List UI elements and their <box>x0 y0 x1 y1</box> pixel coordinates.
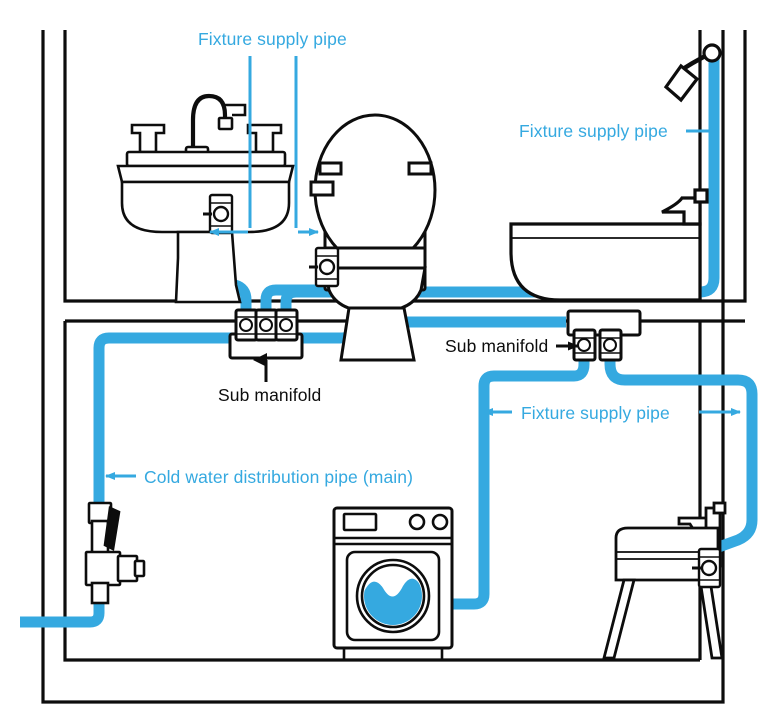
water-meter <box>84 550 146 605</box>
tub-shower-supply-pipe <box>280 55 720 318</box>
sub-manifold-left-valve-lines <box>236 316 297 335</box>
washer-knob-2 <box>431 513 449 531</box>
utility-sink-leg-left <box>602 578 636 660</box>
sub-manifold-left-valve-2 <box>259 318 273 332</box>
toilet-bowl <box>323 266 427 314</box>
label-fixture-supply-shower-group: Fixture supply pipe <box>519 121 719 141</box>
sink-faucet-spout <box>190 93 228 165</box>
water-meter-body <box>84 550 122 587</box>
label-fixture-supply-shower: Fixture supply pipe <box>519 121 668 141</box>
sub-manifold-right-valve-2 <box>603 338 617 352</box>
sub-manifold-left-valve-3 <box>279 318 293 332</box>
sub-manifold-left <box>228 308 304 360</box>
toilet-flush-handle <box>309 180 335 197</box>
utility-sink-leg-right <box>698 578 724 660</box>
utility-sink-stop-valve <box>692 547 722 589</box>
label-sub-manifold-right-group: Sub manifold <box>445 336 579 356</box>
label-sub-manifold-left: Sub manifold <box>218 385 321 405</box>
washer-knob-1 <box>408 513 426 531</box>
pedestal-sink <box>116 93 295 304</box>
toilet-stop-valve <box>309 246 340 288</box>
label-fixture-supply-basement-group: Fixture supply pipe <box>483 403 741 423</box>
label-cold-water-main-group: Cold water distribution pipe (main) <box>105 467 413 487</box>
label-fixture-supply-top: Fixture supply pipe <box>198 29 347 49</box>
shower-head <box>663 43 722 103</box>
sink-basin-rim <box>116 164 295 184</box>
sink-faucet-handle-right <box>246 123 283 154</box>
toilet <box>309 113 437 362</box>
toilet-flush-lever <box>318 161 343 176</box>
label-sub-manifold-right: Sub manifold <box>445 336 548 356</box>
bathtub-spout-fitting <box>693 188 709 204</box>
sink-faucet-deck <box>125 150 287 168</box>
sink-faucet-outlet-step <box>225 103 247 117</box>
main-valve-lever-handle <box>103 506 121 551</box>
washer-supply-pipe <box>452 352 590 610</box>
sink-basin-bowl <box>120 180 291 234</box>
exterior-wall <box>41 30 725 704</box>
bathtub-shell <box>509 222 702 302</box>
utility-stop-valve-knob <box>700 559 718 577</box>
sink-stop-valve <box>203 193 234 235</box>
sub-manifold-right-valve-1 <box>577 338 591 352</box>
label-fixture-supply-basement: Fixture supply pipe <box>521 403 670 423</box>
toilet-bowl-rim <box>323 246 427 270</box>
shower-arm-elbow <box>702 43 722 63</box>
toilet-stop-valve-knob <box>318 258 336 276</box>
building-structure <box>41 30 747 704</box>
utility-sink-faucet-top <box>712 501 727 515</box>
sink-faucet-spout-tip <box>217 116 234 131</box>
toilet-base <box>339 306 416 362</box>
sink-faucet-handle-left <box>130 123 166 154</box>
sink-pedestal <box>174 230 242 304</box>
label-fixture-supply-top-group: Fixture supply pipe <box>198 29 347 236</box>
main-shutoff-valve <box>87 501 121 556</box>
bathtub <box>509 188 709 302</box>
toilet-tank-shoulder-right <box>407 161 433 176</box>
sub-manifold-right-valve-lines <box>574 337 621 354</box>
washer-water-fill <box>364 578 422 625</box>
washing-machine <box>332 506 454 660</box>
shower-head-nozzle <box>663 63 700 103</box>
lower-room-outline <box>63 321 700 662</box>
bathtub-spout <box>661 196 702 226</box>
water-meter-outlet <box>90 581 110 605</box>
main-distribution-pipe <box>20 332 232 628</box>
water-meter-register-cap <box>133 559 146 578</box>
sink-stop-valve-knob <box>212 205 230 223</box>
sub-manifold-right <box>566 309 642 362</box>
washer-display <box>342 512 378 532</box>
label-cold-water-main: Cold water distribution pipe (main) <box>144 467 413 487</box>
sub-manifold-left-valve-1 <box>239 318 253 332</box>
label-sub-manifold-left-group: Sub manifold <box>218 353 321 405</box>
